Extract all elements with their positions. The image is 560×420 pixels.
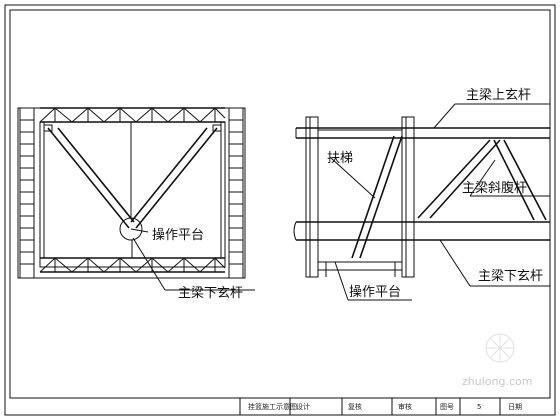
leader-platform [334, 261, 349, 301]
title-block [239, 398, 501, 415]
v-hanger [43, 122, 222, 258]
bottom-truss [39, 257, 226, 273]
label-right-lower-chord: 主梁下玄杆 [478, 269, 543, 284]
tb-sheet-value: 5 [477, 403, 481, 411]
frame-outer [4, 4, 556, 416]
tb-design: 设计 [296, 402, 310, 411]
label-upper-chord: 主梁上玄杆 [466, 88, 531, 103]
right-left-column [305, 116, 319, 278]
watermark-logo [485, 333, 515, 363]
label-diagonal-web: 主梁斜腹杆 [462, 180, 527, 196]
leader-ladder [330, 157, 376, 199]
diagonal-web-member [417, 139, 547, 221]
leader-diagonal [469, 159, 496, 197]
ladder [351, 135, 403, 259]
leader-left-platform [130, 228, 149, 233]
left-section-view [17, 107, 255, 291]
label-left-platform: 操作平台 [152, 227, 204, 243]
tb-review: 复核 [348, 402, 362, 411]
tb-check: 审核 [398, 402, 412, 411]
tb-sheet-no: 图号 [440, 403, 454, 411]
tb-drawing-name: 挂篮施工示意图 [248, 402, 297, 411]
frame-inner [9, 9, 551, 399]
label-right-platform: 操作平台 [349, 284, 401, 300]
label-left-lower-chord: 主梁下玄杆 [178, 286, 243, 301]
leader-left-chord [132, 237, 166, 291]
right-side-view [293, 103, 550, 301]
watermark-text: zhulong.com [462, 375, 532, 388]
leader-upper-chord [433, 103, 456, 129]
right-right-column [401, 116, 415, 278]
top-truss [39, 107, 226, 123]
label-ladder: 扶梯 [327, 151, 353, 166]
right-wall-rungs [229, 119, 243, 265]
leader-lower-chord [439, 239, 471, 287]
tb-date: 日期 [508, 403, 522, 411]
left-wall-rungs [20, 119, 34, 265]
